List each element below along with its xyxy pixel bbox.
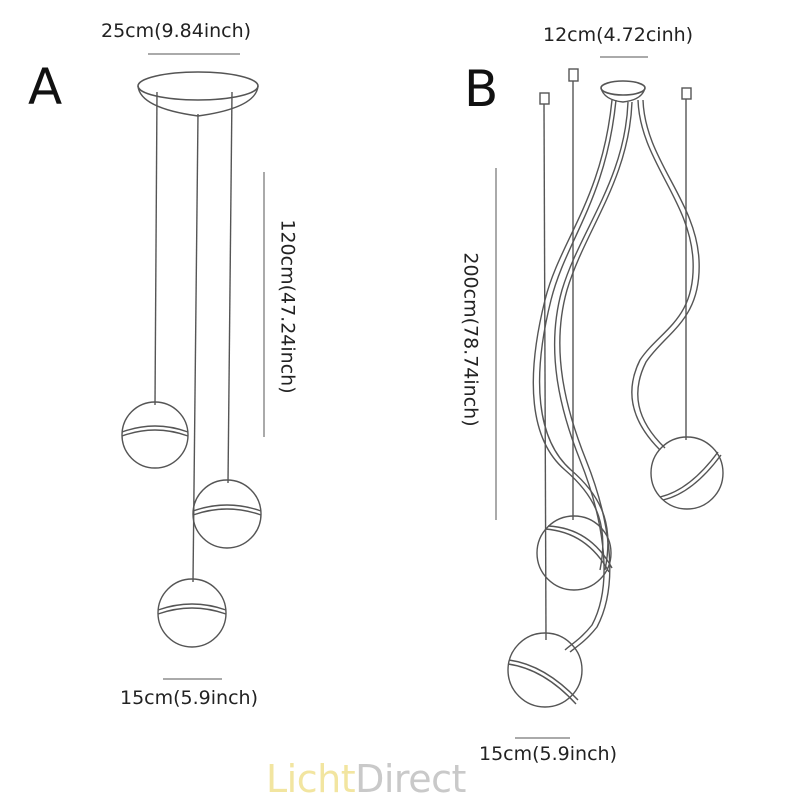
canopy-b-rim bbox=[600, 87, 646, 103]
globe-b-2 bbox=[507, 632, 583, 708]
variant-b-cable-length: 200cm(78.74inch) bbox=[459, 252, 482, 427]
cable-a-3 bbox=[227, 91, 233, 484]
globe-b-3 bbox=[650, 436, 724, 510]
canopy-a-rim bbox=[137, 85, 259, 117]
wavy-cable-b-2 bbox=[553, 101, 633, 653]
terminal-b-2 bbox=[568, 68, 579, 82]
cable-a-1 bbox=[154, 91, 158, 406]
variant-b-label: B bbox=[464, 60, 499, 118]
variant-b-drawing bbox=[495, 56, 724, 739]
variant-a-drawing bbox=[121, 53, 265, 680]
canopy-b bbox=[600, 80, 646, 96]
variant-a-shade-dimension: 15cm(5.9inch) bbox=[120, 687, 258, 709]
wavy-cable-b-3 bbox=[631, 99, 700, 451]
terminal-b-1 bbox=[539, 92, 550, 105]
canopy-a bbox=[137, 71, 259, 101]
globe-b-1 bbox=[536, 515, 613, 591]
globe-a-1 bbox=[121, 401, 189, 469]
globe-a-3 bbox=[157, 578, 227, 648]
variant-b-shade-dimension: 15cm(5.9inch) bbox=[479, 743, 617, 765]
lichtdirect-watermark: LichtDirect bbox=[266, 760, 466, 798]
variant-a-label: A bbox=[28, 58, 63, 116]
variant-a-cable-length: 120cm(47.24inch) bbox=[276, 219, 299, 394]
globe-a-2 bbox=[192, 479, 262, 549]
terminal-b-3 bbox=[681, 87, 692, 100]
wavy-cable-b-1 bbox=[532, 99, 617, 571]
wire-b-1 bbox=[543, 103, 547, 641]
watermark-part-1: Licht bbox=[266, 757, 356, 801]
watermark-part-2: Direct bbox=[355, 757, 466, 801]
variant-b-canopy-dimension: 12cm(4.72cinh) bbox=[543, 24, 694, 46]
variant-a-canopy-dimension: 25cm(9.84inch) bbox=[101, 20, 252, 42]
